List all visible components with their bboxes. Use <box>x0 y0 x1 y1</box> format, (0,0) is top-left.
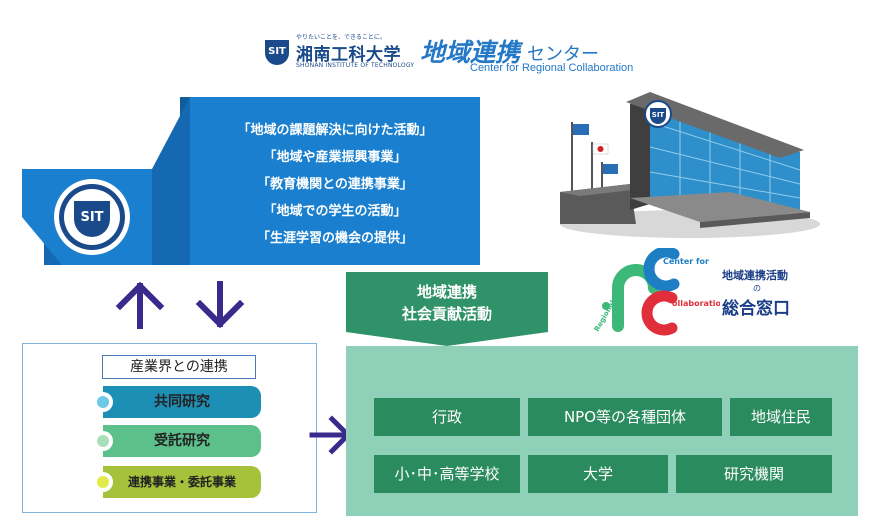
center-name-en: Center for Regional Collaboration <box>470 62 634 74</box>
ribbon-tab: SIT <box>22 97 190 265</box>
center-name-jp: 地域連携 <box>420 38 521 67</box>
community-heading-tip <box>346 332 548 346</box>
rc-label-window: 総合窓口 <box>722 299 790 319</box>
community-heading: 地域連携 社会貢献活動 <box>346 272 548 332</box>
pill-contract-research: 受託研究 <box>93 425 261 457</box>
pill-label: 連携事業・委託事業 <box>127 475 236 489</box>
activity-item: 「生涯学習の機会の提供」 <box>256 231 413 246</box>
partner-schools: 小･中･高等学校 <box>374 455 520 493</box>
rc-label-activities: 地域連携活動 <box>722 269 788 282</box>
activity-item: 「地域や産業振興事業」 <box>263 150 407 165</box>
partner-residents: 地域住民 <box>730 398 832 436</box>
arrow-down-icon <box>195 281 245 329</box>
partner-government: 行政 <box>374 398 520 436</box>
industry-title: 産業界との連携 <box>102 355 256 379</box>
rc-text-center-for: Center for <box>663 257 709 266</box>
university-name: 湘南工科大学 <box>296 45 401 65</box>
partner-research-institutes: 研究機関 <box>676 455 832 493</box>
tagline: やりたいことを、できることに。 <box>296 34 386 41</box>
pill-collab-projects: 連携事業・委託事業 <box>93 466 261 498</box>
sit-logo-text: SIT <box>268 46 286 57</box>
activity-item: 「教育機関との連携事業」 <box>257 177 413 192</box>
building-illustration: SIT <box>560 92 820 238</box>
rc-logo: Center for ollaboration Regional <box>593 248 720 336</box>
pill-label: 受託研究 <box>154 433 210 449</box>
university-name-en: SHONAN INSTITUTE OF TECHNOLOGY <box>296 62 415 69</box>
activity-item: 「地域の課題解決に向けた活動」 <box>237 123 433 138</box>
center-name-kana: センター <box>527 44 599 65</box>
sit-emblem-text: SIT <box>80 210 103 225</box>
dot-icon <box>93 392 113 412</box>
activity-item: 「地域での学生の活動」 <box>263 204 407 219</box>
dot-icon <box>93 472 113 492</box>
dot-icon <box>93 431 113 451</box>
arrow-up-icon <box>115 281 165 329</box>
partner-npo: NPO等の各種団体 <box>528 398 722 436</box>
partner-universities: 大学 <box>528 455 668 493</box>
rc-text-collaboration: ollaboration <box>672 299 720 308</box>
activities-panel <box>190 97 480 265</box>
sit-logo-icon: SIT <box>265 40 289 65</box>
rc-label-no: の <box>753 284 761 293</box>
community-heading-line2: 社会貢献活動 <box>401 305 492 323</box>
building-logo-text: SIT <box>652 111 665 119</box>
activities-list: 「地域の課題解決に向けた活動」 「地域や産業振興事業」 「教育機関との連携事業」… <box>190 117 480 252</box>
bidirectional-arrows <box>115 281 245 329</box>
pill-label: 共同研究 <box>154 394 210 410</box>
community-heading-line1: 地域連携 <box>416 283 477 301</box>
pill-joint-research: 共同研究 <box>93 386 261 418</box>
flag-poles <box>571 122 618 204</box>
